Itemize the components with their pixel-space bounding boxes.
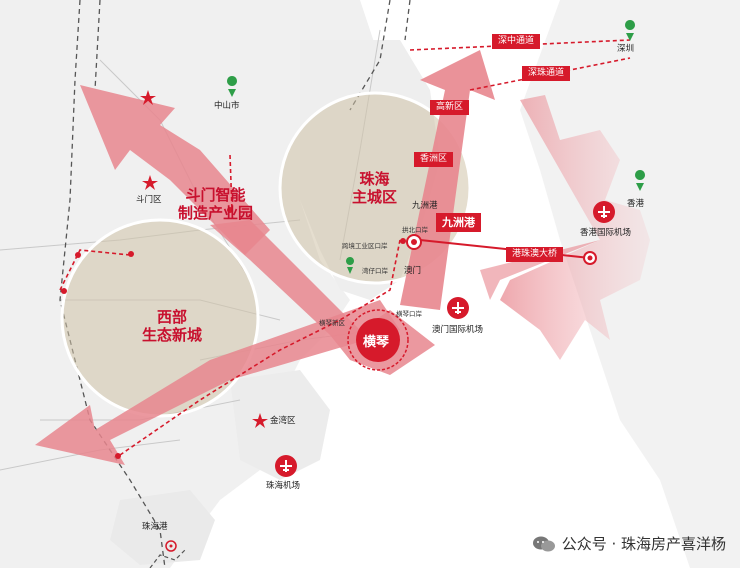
label-doumen-district: 斗门区 (136, 195, 162, 205)
label-zhongshan: 中山市 (214, 101, 240, 111)
label-zhuhai-main: 珠海 主城区 (352, 170, 397, 206)
location-pin-icon (227, 20, 646, 274)
hengqin-outer (347, 309, 409, 371)
doumen-park-line2: 制造产业园 (178, 204, 254, 222)
hengqin-badge (356, 318, 400, 362)
doumen-park-line1: 斗门智能 (185, 186, 246, 204)
west-line2: 生态新城 (142, 326, 203, 344)
tag-xiangzhou: 香洲区 (414, 152, 454, 167)
tag-hzm-bridge: 港珠澳大桥 (506, 247, 564, 262)
land-jinwan (230, 370, 330, 480)
fan-arrows (500, 95, 650, 360)
tag-gaoxin: 高新区 (430, 100, 470, 115)
label-hk: 香港 (627, 199, 645, 209)
arrow-west-south (35, 300, 400, 465)
land-south-island (110, 490, 215, 565)
tag-shenzhu: 深珠通道 (522, 66, 571, 81)
label-shenzhen: 深圳 (617, 44, 635, 54)
label-gongbei: 拱北口岸 (402, 226, 428, 234)
zhuhai-main-line2: 主城区 (352, 188, 398, 206)
route-lines (59, 39, 631, 456)
label-doumen-park: 斗门智能 制造产业园 (178, 186, 253, 222)
arrow-doumen (80, 85, 270, 255)
airplane-icon (275, 201, 615, 477)
label-macau: 澳门 (404, 266, 422, 276)
label-west-eco: 西部 生态新城 (142, 308, 202, 344)
label-hengqin-district: 横琴新区 (319, 319, 345, 327)
tag-jiuzhou-port: 九洲港 (436, 213, 481, 232)
watermark: 公众号 · 珠海房产喜洋杨 (532, 533, 726, 554)
route-dots (61, 207, 406, 459)
zhuhai-main-line1: 珠海 (359, 170, 390, 188)
watermark-text: 公众号 · 珠海房产喜洋杨 (561, 535, 726, 553)
label-hk-airport: 香港国际机场 (580, 228, 632, 238)
label-jiuzhou-small: 九洲港 (412, 201, 438, 211)
label-macau-airport: 澳门国际机场 (432, 325, 484, 335)
label-zhuhai-port: 珠海港 (142, 522, 168, 532)
arrow-gaoxin (400, 50, 495, 310)
tag-shenzhong: 深中通道 (492, 34, 541, 49)
label-jinwan: 金湾区 (270, 416, 296, 426)
hengqin-label: 横琴 (363, 335, 390, 350)
wechat-icon (532, 536, 555, 551)
west-line1: 西部 (157, 308, 188, 326)
port-anchor-icon (165, 540, 177, 552)
label-kuajing: 跨境工业区口岸 (342, 242, 388, 250)
label-wanzai: 湾仔口岸 (362, 267, 388, 275)
label-zhuhai-airport: 珠海机场 (266, 481, 301, 491)
fan-arrow-west (480, 240, 600, 300)
label-hengqin-port: 横琴口岸 (396, 310, 422, 318)
star-icon (140, 90, 268, 428)
